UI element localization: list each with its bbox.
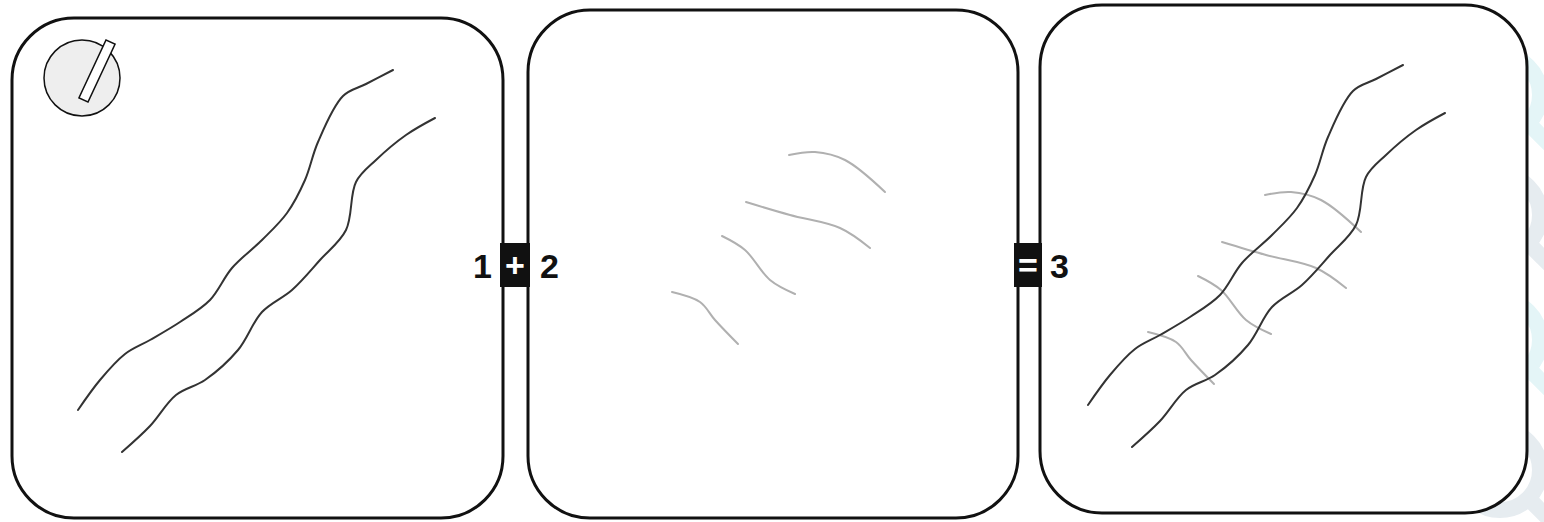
crack-line: [722, 236, 795, 294]
crack-line: [122, 118, 435, 452]
crack-line: [1265, 192, 1361, 232]
panel: [1040, 5, 1527, 513]
crack-line: [1132, 113, 1445, 447]
crack-line: [789, 152, 885, 192]
operator-box: =: [1014, 243, 1042, 287]
panel: [12, 18, 503, 518]
step-number: 3: [1050, 249, 1069, 283]
operator-box: +: [500, 243, 530, 287]
step-number: 1: [473, 249, 492, 283]
tool-icon: [44, 40, 120, 116]
crack-line: [746, 202, 870, 248]
crack-line: [78, 70, 393, 410]
panel: [12, 5, 1527, 518]
panel: [528, 10, 1018, 518]
step-number: 2: [540, 249, 559, 283]
crack-line: [672, 292, 738, 344]
operator-symbol: +: [505, 248, 525, 282]
crack-line: [1148, 332, 1214, 384]
crack-line: [1088, 65, 1403, 405]
crack-lines: [78, 65, 1445, 452]
operator-symbol: =: [1018, 248, 1038, 282]
